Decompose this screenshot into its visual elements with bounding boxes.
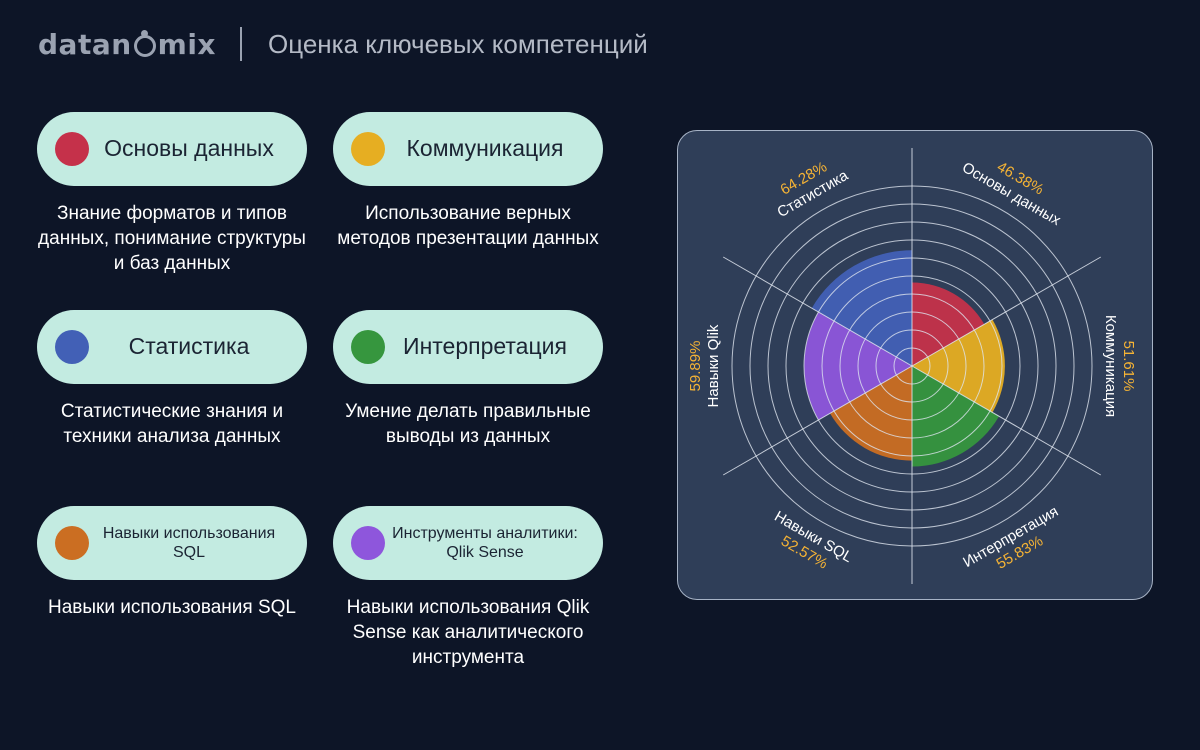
logo-o-icon [133,30,156,57]
header-divider [240,27,242,61]
pill-label: Статистика [128,333,250,360]
color-dot-icon [351,132,385,166]
wedge-4 [830,366,912,461]
wedge-1 [912,282,985,366]
color-dot-icon [351,330,385,364]
card-osnovy-dannykh: Основы данных Знание форматов и типов да… [37,112,307,276]
color-dot-icon [55,132,89,166]
card-description: Навыки использования Qlik Sense как анал… [346,597,590,668]
card-kommunikatsiya: Коммуникация Использование верных методо… [333,112,603,251]
competency-pill: Основы данных [37,112,307,186]
competency-pill: Инструменты аналитики: Qlik Sense [333,506,603,580]
grid-spoke [911,256,1102,367]
competency-pill: Интерпретация [333,310,603,384]
grid-spoke [722,365,913,476]
category-label: Навыки Qlik [705,324,722,407]
pill-label: Навыки использования SQL [102,524,276,561]
competency-pill: Навыки использования SQL [37,506,307,580]
card-description: Навыки использования SQL [48,597,296,618]
card-description: Использование верных методов презентации… [337,203,599,249]
page-title: Оценка ключевых компетенций [268,28,648,59]
category-label: Коммуникация [1102,315,1119,417]
wedge-3 [912,366,1000,467]
card-interpretatsiya: Интерпретация Умение делать правильные в… [333,310,603,449]
grid-spoke [911,365,1102,476]
color-dot-icon [55,526,89,560]
competency-pill: Статистика [37,310,307,384]
card-description: Знание форматов и типов данных, понимани… [38,203,306,274]
color-dot-icon [351,526,385,560]
card-description: Статистические знания и техники анализа … [60,401,284,447]
card-qlik-sense: Инструменты аналитики: Qlik Sense Навыки… [333,506,603,670]
card-statistika: Статистика Статистические знания и техни… [37,310,307,449]
pill-label: Интерпретация [403,333,567,360]
color-dot-icon [55,330,89,364]
value-label: 59.89% [687,341,704,392]
pill-label: Коммуникация [406,135,564,162]
value-label: 51.61% [1120,341,1137,392]
wedge-2 [912,319,1005,413]
card-description: Умение делать правильные выводы из данны… [345,401,591,447]
competency-pill: Коммуникация [333,112,603,186]
pill-label: Инструменты аналитики: Qlik Sense [392,524,578,561]
pill-label: Основы данных [104,135,274,162]
card-navyki-sql: Навыки использования SQL Навыки использо… [37,506,307,620]
grid-spoke [722,256,913,367]
